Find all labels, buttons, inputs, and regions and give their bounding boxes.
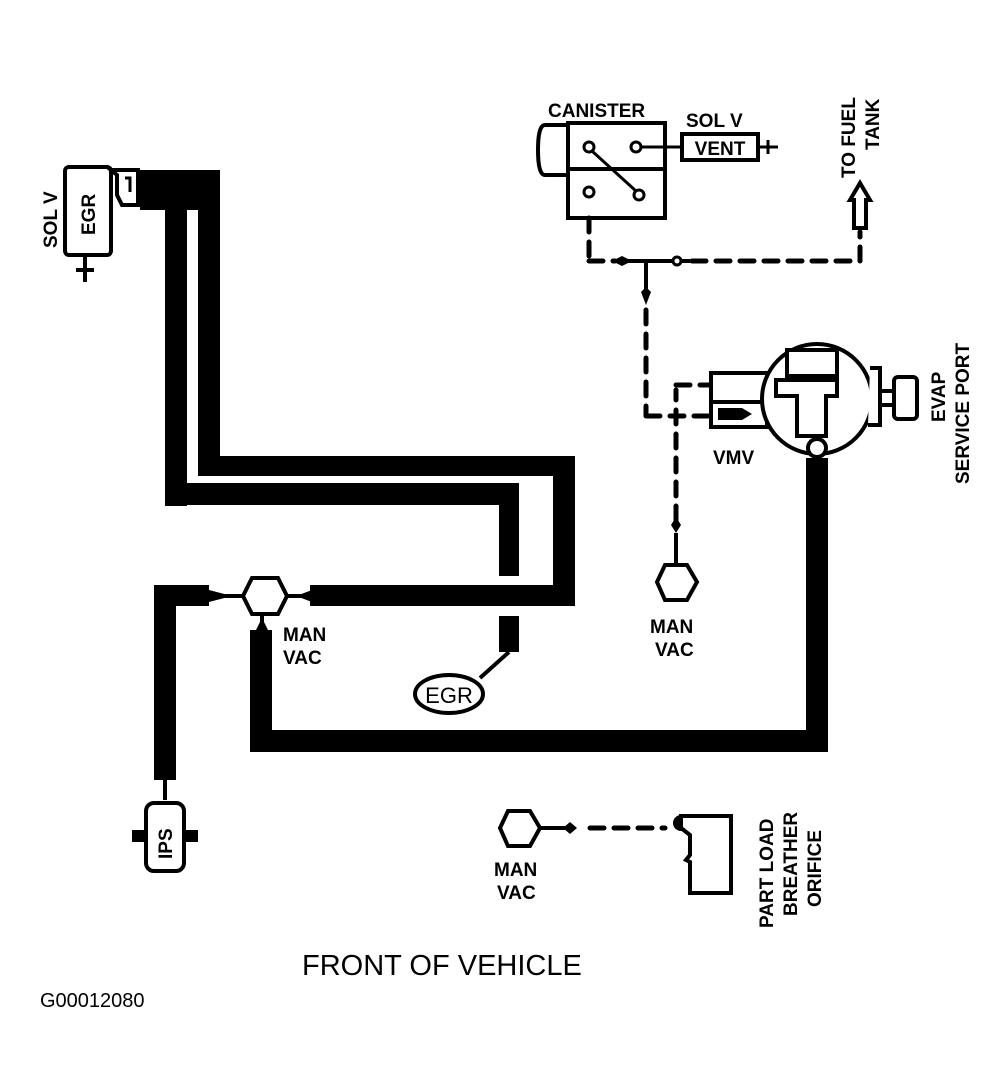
figure-id: G00012080: [40, 990, 145, 1012]
hose-egr-sol-to-man-vac: [140, 170, 575, 606]
man-vac-bottom-fitting: [497, 809, 668, 848]
front-of-vehicle-caption: FRONT OF VEHICLE: [302, 950, 582, 982]
egr-valve-label: EGR: [425, 683, 473, 708]
orifice-label-3: ORIFICE: [805, 830, 826, 907]
canister-label: CANISTER: [548, 101, 645, 122]
evap-service-port-label-2: SERVICE PORT: [953, 342, 974, 484]
vent-solenoid-box-label: VENT: [695, 139, 746, 160]
orifice-label-2: BREATHER: [781, 812, 802, 916]
vent-solenoid: [680, 132, 778, 162]
man-vac-center-label-2: VAC: [283, 648, 322, 669]
man-vac-bottom-label-2: VAC: [497, 883, 536, 904]
hose-egr-sol-to-egr-valve: [140, 190, 519, 652]
ips-sensor: [132, 801, 198, 873]
orifice-label-1: PART LOAD: [757, 819, 778, 928]
hose-man-vac-to-ips: [154, 585, 209, 800]
vmv-label: VMV: [713, 448, 755, 469]
hose-man-vac-to-vmv: [250, 458, 828, 752]
man-vac-mid-label-1: MAN: [650, 617, 693, 638]
evap-service-port: [760, 342, 919, 459]
egr-solenoid-box-label: EGR: [79, 194, 100, 235]
man-vac-center-label-1: MAN: [283, 625, 326, 646]
egr-solenoid: [63, 165, 140, 282]
canister: [535, 121, 682, 220]
evap-service-port-label-1: EVAP: [929, 371, 950, 422]
to-fuel-tank-label-1: TO FUEL: [839, 97, 860, 178]
vent-solenoid-top-label: SOL V: [686, 111, 743, 132]
to-fuel-tank-arrow: [846, 179, 874, 230]
ips-label: IPS: [156, 828, 177, 859]
man-vac-mid-fitting: [654, 517, 700, 602]
egr-solenoid-side-label: SOL V: [41, 191, 62, 248]
dashed-man-vac-to-vmv: [673, 382, 715, 523]
man-vac-mid-label-2: VAC: [655, 640, 694, 661]
man-vac-bottom-label-1: MAN: [494, 860, 537, 881]
man-vac-center-fitting: [209, 576, 312, 632]
to-fuel-tank-label-2: TANK: [863, 98, 884, 150]
egr-valve: [413, 650, 511, 715]
dashed-canister-lines: [586, 215, 863, 419]
part-load-breather-orifice: [673, 814, 733, 895]
vmv-valve: [709, 371, 769, 429]
